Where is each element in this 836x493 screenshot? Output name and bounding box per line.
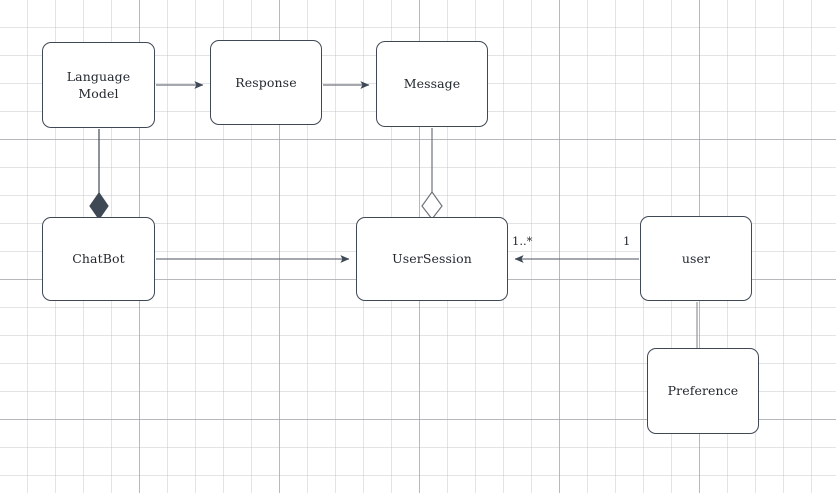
multiplicity-label-many: 1..* — [512, 234, 533, 248]
class-node-label: Message — [403, 76, 461, 92]
class-node-language-model[interactable]: Language Model — [42, 42, 155, 128]
class-node-message[interactable]: Message — [376, 41, 488, 127]
class-node-label: UserSession — [392, 251, 472, 267]
class-node-user[interactable]: user — [640, 216, 752, 301]
class-node-label: Language Model — [66, 68, 131, 101]
class-node-label: Response — [235, 74, 297, 90]
class-node-label: ChatBot — [72, 251, 125, 267]
edge-lm-to-chatbot — [89, 129, 109, 221]
edge-message-to-usersession — [421, 128, 443, 220]
class-node-label: Preference — [667, 383, 739, 399]
aggregation-diamond-hollow — [421, 190, 443, 220]
class-node-chatbot[interactable]: ChatBot — [42, 217, 155, 301]
composition-diamond-filled — [89, 191, 109, 221]
class-node-label: user — [681, 250, 711, 266]
class-node-preference[interactable]: Preference — [647, 348, 759, 434]
multiplicity-label-one: 1 — [623, 234, 631, 248]
class-node-response[interactable]: Response — [210, 40, 322, 125]
class-node-usersession[interactable]: UserSession — [356, 217, 508, 301]
